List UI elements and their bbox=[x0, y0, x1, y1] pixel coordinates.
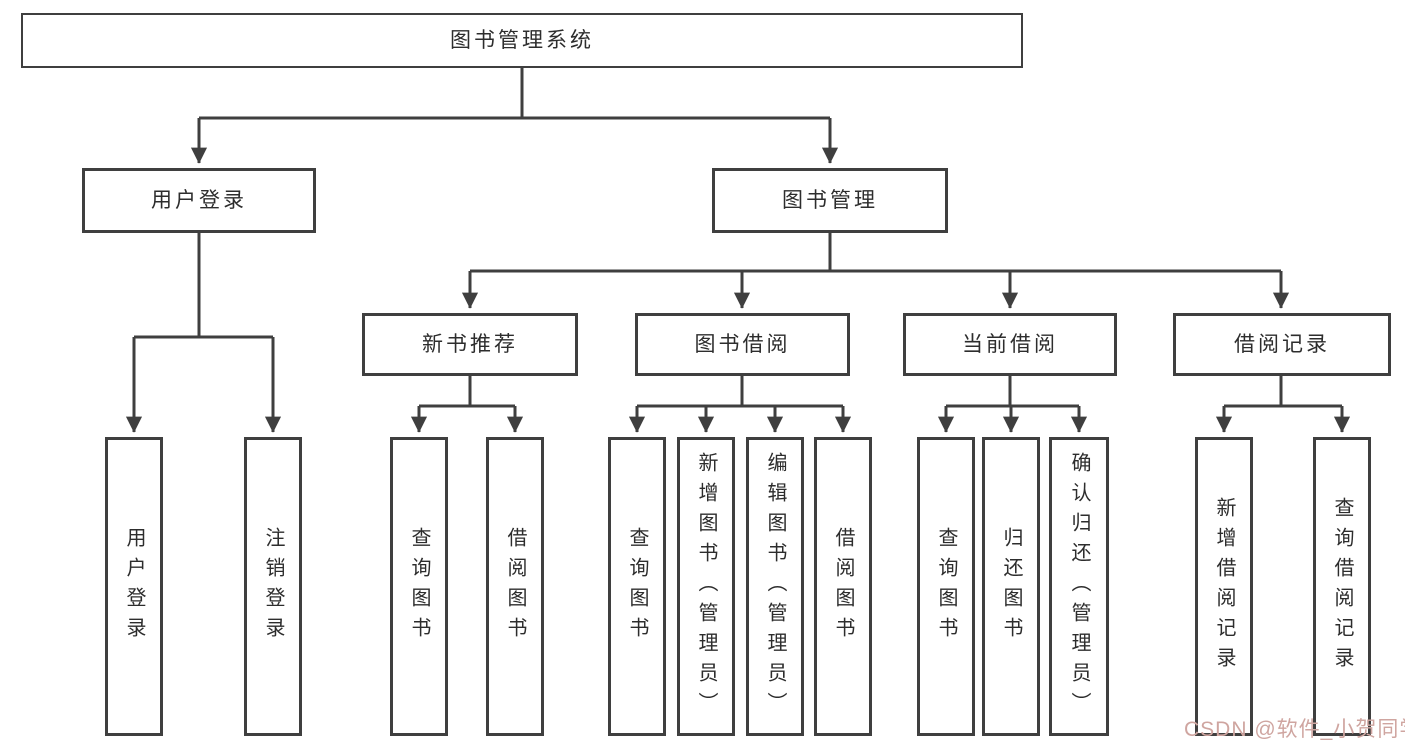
node-book-borrowing: 图书借阅 bbox=[635, 313, 850, 376]
leaf-query-books-1: 查询图书 bbox=[390, 437, 448, 736]
connector-root bbox=[199, 68, 830, 120]
node-current-borrowing-label: 当前借阅 bbox=[962, 333, 1058, 356]
node-user-login: 用户登录 bbox=[82, 168, 316, 233]
leaf-query-books-3: 查询图书 bbox=[917, 437, 975, 736]
node-current-borrowing: 当前借阅 bbox=[903, 313, 1117, 376]
csdn-watermark: CSDN @软件_小贺同学 bbox=[1184, 718, 1405, 741]
leaf-user-login-label: 用户登录 bbox=[123, 526, 145, 647]
leaf-edit-books-admin-label: 编辑图书（管理员） bbox=[764, 451, 786, 722]
leaf-user-login: 用户登录 bbox=[105, 437, 163, 736]
leaf-query-borrow-record-label: 查询借阅记录 bbox=[1331, 496, 1353, 677]
node-borrowing-records-label: 借阅记录 bbox=[1234, 333, 1330, 356]
leaf-return-books-label: 归还图书 bbox=[1000, 526, 1022, 647]
connector-book-management bbox=[470, 233, 1281, 273]
leaf-borrow-books-2-label: 借阅图书 bbox=[832, 526, 854, 647]
connector-borrowing-records bbox=[1224, 376, 1342, 408]
leaf-confirm-return-admin: 确认归还（管理员） bbox=[1049, 437, 1109, 736]
connector-user-login bbox=[134, 233, 273, 339]
leaf-add-borrow-record-label: 新增借阅记录 bbox=[1213, 496, 1235, 677]
node-book-management: 图书管理 bbox=[712, 168, 948, 233]
leaf-query-books-2: 查询图书 bbox=[608, 437, 666, 736]
node-library-system-label: 图书管理系统 bbox=[450, 29, 594, 52]
leaf-add-books-admin: 新增图书（管理员） bbox=[677, 437, 735, 736]
node-book-management-label: 图书管理 bbox=[782, 189, 878, 212]
leaf-query-books-3-label: 查询图书 bbox=[935, 526, 957, 647]
connector-new-book-recommend bbox=[419, 376, 515, 408]
leaf-add-borrow-record: 新增借阅记录 bbox=[1195, 437, 1253, 736]
connector-book-borrowing bbox=[637, 376, 843, 408]
leaf-logout: 注销登录 bbox=[244, 437, 302, 736]
leaf-borrow-books-2: 借阅图书 bbox=[814, 437, 872, 736]
leaf-add-books-admin-label: 新增图书（管理员） bbox=[695, 451, 717, 722]
leaf-borrow-books-1-label: 借阅图书 bbox=[504, 526, 526, 647]
leaf-query-borrow-record: 查询借阅记录 bbox=[1313, 437, 1371, 736]
node-new-book-recommend-label: 新书推荐 bbox=[422, 333, 518, 356]
leaf-edit-books-admin: 编辑图书（管理员） bbox=[746, 437, 804, 736]
node-book-borrowing-label: 图书借阅 bbox=[694, 333, 791, 356]
connector-current-borrowing bbox=[946, 376, 1079, 408]
node-borrowing-records: 借阅记录 bbox=[1173, 313, 1391, 376]
leaf-logout-label: 注销登录 bbox=[262, 526, 284, 647]
leaf-confirm-return-admin-label: 确认归还（管理员） bbox=[1068, 451, 1090, 722]
node-new-book-recommend: 新书推荐 bbox=[362, 313, 578, 376]
leaf-query-books-2-label: 查询图书 bbox=[626, 526, 648, 647]
node-user-login-label: 用户登录 bbox=[151, 189, 247, 212]
leaf-borrow-books-1: 借阅图书 bbox=[486, 437, 544, 736]
leaf-query-books-1-label: 查询图书 bbox=[408, 526, 430, 647]
node-library-system: 图书管理系统 bbox=[21, 13, 1023, 68]
leaf-return-books: 归还图书 bbox=[982, 437, 1040, 736]
